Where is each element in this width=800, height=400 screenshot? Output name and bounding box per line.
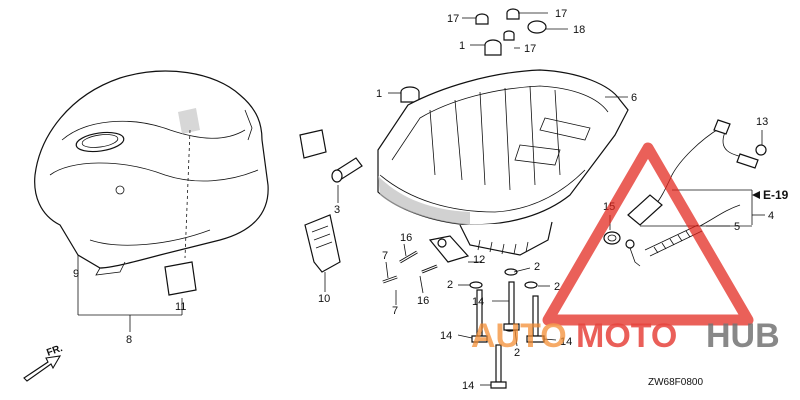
callout-14-c: 14: [560, 336, 572, 348]
diagram-code: ZW68F0800: [648, 377, 703, 388]
watermark: AUTO MOTO HUB: [471, 142, 780, 355]
callout-1-a: 1: [459, 40, 465, 52]
callout-2-c: 2: [554, 281, 560, 293]
callout-16-b: 16: [417, 295, 429, 307]
callout-2-d: 2: [514, 347, 520, 359]
callout-8: 8: [126, 334, 132, 346]
engine-cover: [34, 70, 269, 276]
callout-17-c: 17: [524, 43, 536, 55]
section-reference: E-19: [752, 188, 789, 202]
lower-cover-tray: [377, 69, 629, 256]
label-sticker-11: [164, 261, 197, 296]
watermark-triangle: [542, 142, 754, 326]
callout-2-b: 2: [447, 279, 453, 291]
part-3: [331, 157, 363, 183]
front-direction-arrow: FR.: [23, 343, 64, 382]
callout-6: 6: [631, 92, 637, 104]
callout-14-a: 14: [472, 296, 484, 308]
watermark-moto: MOTO: [576, 317, 677, 355]
callout-2-a: 2: [534, 261, 540, 273]
callout-12: 12: [473, 254, 485, 266]
callout-3: 3: [334, 204, 340, 216]
grommets: [400, 8, 547, 103]
part-12: [428, 235, 470, 263]
callout-16-a: 16: [400, 232, 412, 244]
front-label: FR.: [45, 343, 64, 359]
callout-1-b: 1: [376, 88, 382, 100]
callout-14-b: 14: [440, 330, 452, 342]
callout-13: 13: [756, 116, 768, 128]
callout-7-a: 7: [382, 250, 388, 262]
callout-5: 5: [734, 221, 740, 233]
sticker-part: [299, 129, 327, 159]
callout-10: 10: [318, 293, 330, 305]
callout-numbers: 17 17 18 1 17 1 6 13 3 15 4 5 16 7 12 2 …: [73, 8, 774, 392]
callout-11: 11: [175, 301, 186, 313]
callout-4: 4: [768, 210, 774, 222]
section-ref-label: E-19: [763, 188, 789, 202]
bolts-and-washers: [469, 268, 545, 389]
callout-17-b: 17: [555, 8, 567, 20]
callout-18: 18: [573, 24, 585, 36]
part-10: [304, 214, 341, 273]
callout-7-b: 7: [392, 305, 398, 317]
watermark-hub: HUB: [706, 317, 780, 355]
callout-17-a: 17: [447, 13, 459, 25]
callout-14-d: 14: [462, 380, 474, 392]
callout-bracket-8: [77, 255, 183, 332]
switch-cable-assembly: [603, 119, 767, 267]
pins-7-16: [382, 250, 438, 284]
callout-9: 9: [73, 268, 79, 280]
watermark-auto: AUTO: [471, 317, 567, 355]
